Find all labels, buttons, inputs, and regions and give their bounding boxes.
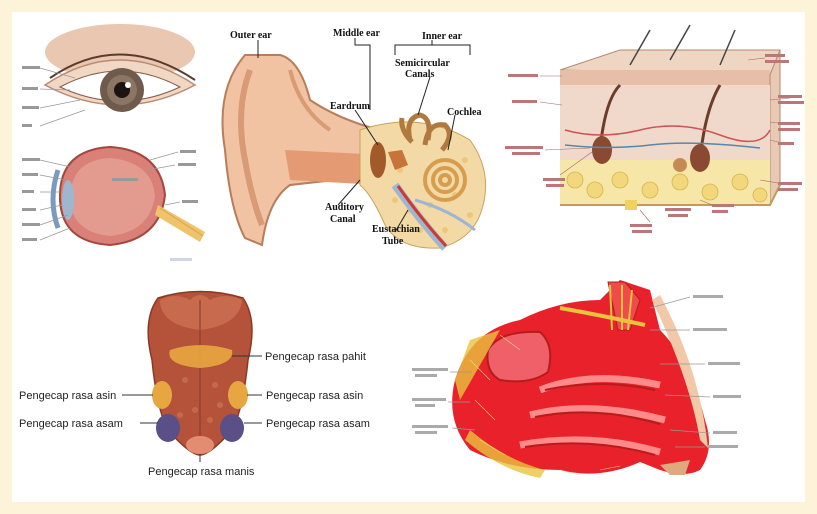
- ear-label-eardrum: Eardrum: [330, 101, 371, 112]
- ear-label-middle-ear: Middle ear: [333, 28, 380, 39]
- eye-external-tiny-labels: [22, 66, 40, 127]
- ear-label-eustachian-2: Tube: [382, 236, 404, 247]
- ear-label-outer-ear: Outer ear: [230, 30, 272, 41]
- tongue-illustration: [148, 292, 252, 456]
- ear-label-inner-ear: Inner ear: [422, 31, 463, 42]
- tongue-label-asin-right: Pengecap rasa asin: [266, 390, 363, 402]
- tongue-label-asam-right: Pengecap rasa asam: [266, 418, 370, 430]
- ear-label-semicircular-1: Semicircular: [395, 58, 450, 69]
- skin-cross-section: [560, 25, 780, 210]
- tongue-label-manis: Pengecap rasa manis: [148, 466, 255, 478]
- tongue-label-asin-left: Pengecap rasa asin: [19, 390, 116, 402]
- ear-label-semicircular-2: Canals: [405, 69, 435, 80]
- ear-label-auditory-2: Canal: [330, 214, 356, 225]
- ear-label-auditory-1: Auditory: [325, 202, 364, 213]
- tongue-label-pahit: Pengecap rasa pahit: [265, 351, 366, 363]
- ear-label-eustachian-1: Eustachian: [372, 224, 420, 235]
- tongue-label-asam-left: Pengecap rasa asam: [19, 418, 123, 430]
- eye-external: [45, 24, 195, 112]
- nasal-cavity-illustration: [452, 280, 709, 478]
- ear-label-cochlea: Cochlea: [447, 107, 481, 118]
- eye-cross-section: [53, 147, 205, 245]
